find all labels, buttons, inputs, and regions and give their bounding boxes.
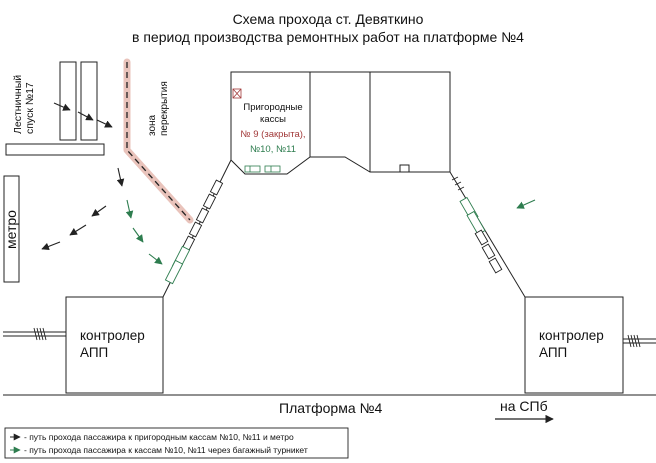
ticket-windows-10-11: [244, 165, 281, 173]
legend-box: [4, 427, 349, 459]
baggage-turnstiles-left: [164, 245, 191, 285]
fence-right: [623, 334, 656, 348]
staircase-label: Лестничный спуск №17: [12, 74, 36, 134]
controller-right-label: контролер АПП: [539, 328, 604, 360]
scheme-title-line2: в период производства ремонтных работ на…: [132, 29, 524, 45]
controller-left-label: контролер АПП: [80, 328, 145, 360]
controller-booth-left: [65, 296, 164, 394]
fence-left: [3, 327, 66, 341]
legend-green-text: - путь прохода пассажира к кассам №10, №…: [24, 445, 308, 455]
direction-label: на СПб: [500, 398, 548, 414]
turnstiles-right: [474, 229, 503, 274]
metro-label: метро: [3, 210, 19, 249]
closed-window-icon: [232, 88, 242, 99]
green-path-arrows: [125, 199, 536, 265]
legend-black-text: - путь прохода пассажира к пригородным к…: [24, 432, 294, 442]
overlap-zone-label: зона перекрытия: [147, 81, 170, 136]
kassa-open-label: №10, №11: [249, 144, 297, 155]
staircase-17: [5, 61, 105, 156]
metro-block: [3, 175, 20, 283]
kassa-closed-label: № 9 (закрыта),: [240, 129, 306, 140]
scheme-title-line1: Схема прохода ст. Девяткино: [232, 11, 424, 27]
ticket-building: [230, 71, 451, 175]
black-path-arrows: [41, 102, 125, 251]
controller-booth-right: [524, 296, 624, 394]
baggage-turnstiles-right: [459, 196, 486, 236]
kassy-label: Пригородные кассы: [243, 102, 303, 125]
overlap-zone: [123, 58, 194, 224]
fence-right-diagonal: [451, 176, 465, 191]
platform-label: Платформа №4: [279, 400, 383, 416]
turnstiles-left: [181, 179, 224, 252]
